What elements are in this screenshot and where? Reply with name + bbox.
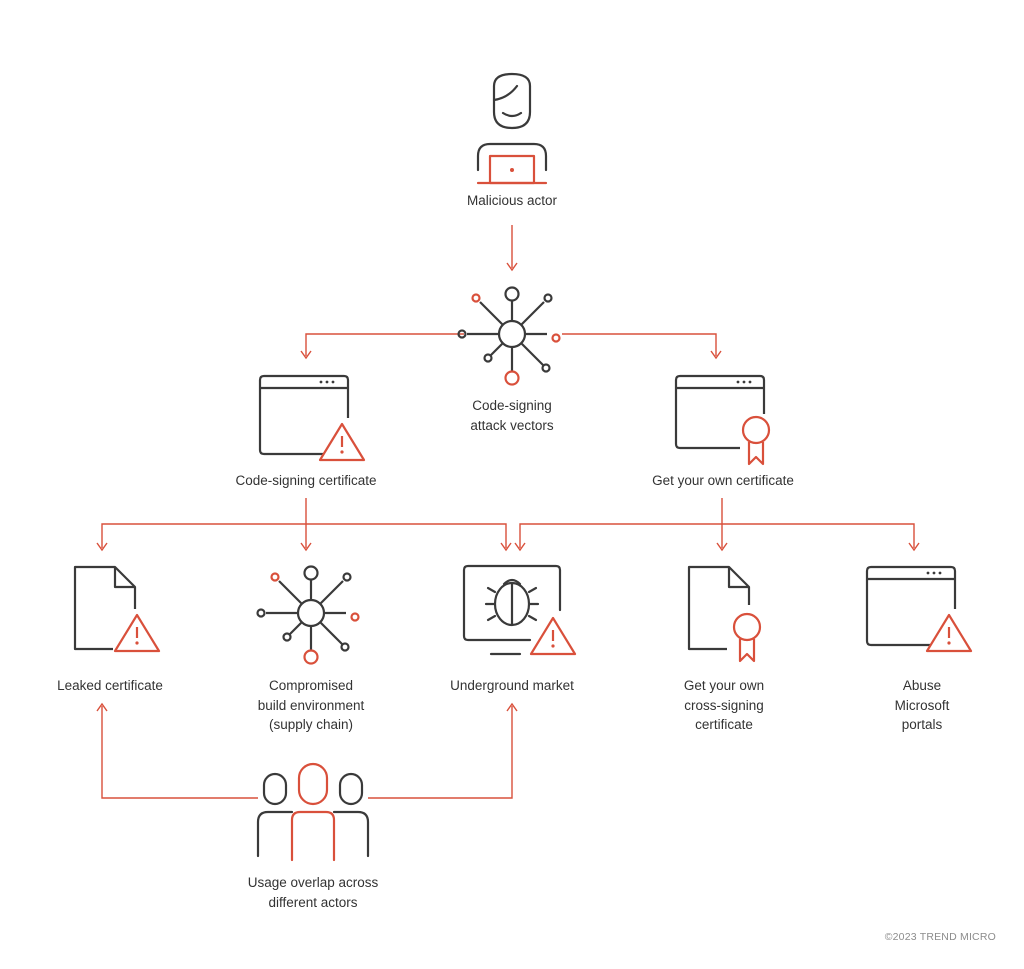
label-line: Underground market — [450, 678, 574, 693]
edge-overlap-to-leaked — [101, 706, 258, 799]
label-line: Compromised — [268, 678, 354, 693]
arrowhead — [716, 542, 728, 552]
label-line: Usage overlap across — [247, 875, 379, 890]
label-line: certificate — [695, 717, 753, 732]
node-label-abuse-portals: Abuse Microsoft portals — [832, 676, 1012, 735]
arrowhead — [300, 542, 312, 552]
monitor-bug-warning-icon — [462, 564, 562, 656]
edge-own-certificate-branch — [519, 498, 915, 548]
network-hub-icon — [457, 286, 561, 386]
browser-window-warning-icon — [867, 567, 971, 651]
node-label-compromised-build: Compromised build environment (supply ch… — [221, 676, 401, 735]
label-line: Code-signing certificate — [235, 473, 377, 488]
edge-vectors-to-code-signing-certificate — [305, 333, 464, 356]
edge-vectors-to-own-certificate — [562, 333, 717, 356]
label-line: cross-signing — [684, 697, 764, 713]
node-label-own-certificate: Get your own certificate — [613, 471, 833, 491]
arrowhead — [710, 350, 722, 360]
label-line: Malicious actor — [466, 193, 558, 208]
browser-window-ribbon-icon — [676, 376, 769, 464]
label-line: portals — [901, 717, 943, 732]
label-line: Code-signing — [472, 398, 552, 413]
arrowhead — [506, 702, 518, 712]
label-line: Get your own — [683, 678, 765, 693]
label-line: (supply chain) — [268, 717, 354, 732]
label-line: Get your own certificate — [652, 473, 794, 488]
warning-icon — [529, 616, 577, 656]
node-label-cross-signing-certificate: Get your own cross-signing certificate — [634, 676, 814, 735]
browser-window-warning-icon — [260, 376, 364, 460]
label-line: Leaked certificate — [57, 678, 163, 693]
edge-overlap-to-underground — [368, 706, 513, 799]
node-label-attack-vectors: Code-signing attack vectors — [412, 396, 612, 435]
node-label-malicious-actor: Malicious actor — [412, 191, 612, 211]
label-line: Abuse — [902, 678, 942, 693]
document-warning-icon — [75, 567, 159, 651]
label-line: attack vectors — [470, 417, 554, 433]
arrowhead — [96, 542, 108, 552]
arrowhead — [506, 262, 518, 272]
group-of-people-icon — [256, 762, 370, 862]
network-hub-icon — [256, 565, 360, 665]
arrowheads — [96, 262, 920, 712]
node-label-underground-market: Underground market — [422, 676, 602, 696]
arrowhead — [514, 542, 526, 552]
connector-lines — [101, 225, 915, 799]
node-label-code-signing-certificate: Code-signing certificate — [196, 471, 416, 491]
label-line: Microsoft — [894, 697, 950, 713]
document-ribbon-icon — [689, 567, 760, 661]
arrowhead — [300, 350, 312, 360]
copyright-notice: ©2023 TREND MICRO — [884, 931, 996, 943]
node-label-usage-overlap: Usage overlap across different actors — [203, 873, 423, 912]
label-line: different actors — [268, 894, 358, 910]
arrowhead — [96, 702, 108, 712]
hacker-with-laptop-icon — [476, 72, 548, 185]
arrowhead — [908, 542, 920, 552]
edge-code-signing-branch — [101, 523, 507, 548]
label-line: build environment — [257, 697, 365, 713]
arrowhead — [500, 542, 512, 552]
node-label-leaked-certificate: Leaked certificate — [20, 676, 200, 696]
